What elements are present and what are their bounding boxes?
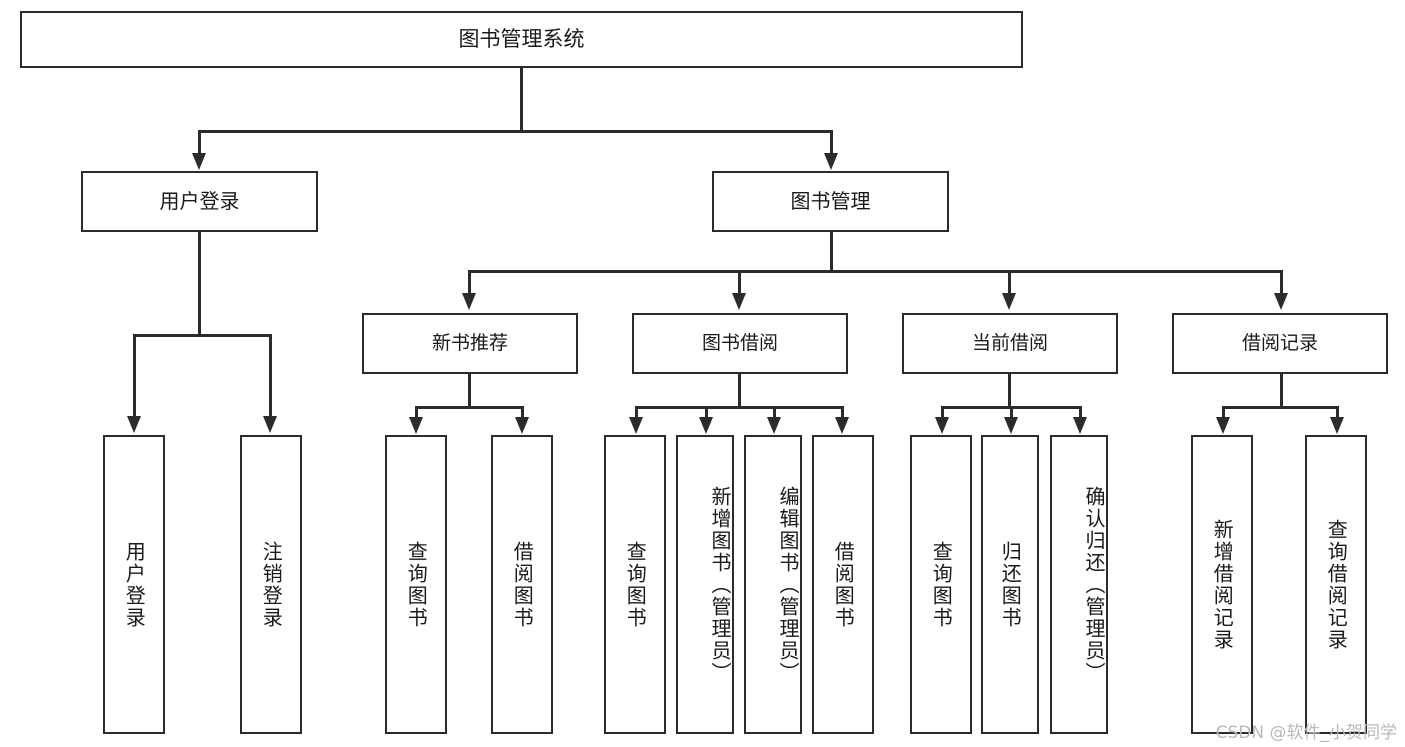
leaf-current-borrow-1[interactable]: 归还图书 xyxy=(981,435,1039,734)
leaf-user-login-1[interactable]: 注销登录 xyxy=(240,435,302,734)
connector-book-mgmt-bar xyxy=(468,270,1283,273)
connector-current-borrow-to-leaf-1 xyxy=(1010,406,1013,420)
leaf-label: 查询图书 xyxy=(623,540,648,629)
connector-borrow-record-stem xyxy=(1280,374,1283,408)
leaf-label: 借阅图书 xyxy=(510,540,535,629)
leaf-label: 用户登录 xyxy=(122,540,147,629)
arrow-root-to-user-login xyxy=(192,153,206,170)
connector-new-book-bar xyxy=(415,406,523,409)
connector-new-book-stem xyxy=(468,374,471,408)
connector-book-borrow-to-leaf-3 xyxy=(841,406,844,420)
leaf-book-borrow-0[interactable]: 查询图书 xyxy=(604,435,666,734)
node-root-system[interactable]: 图书管理系统 xyxy=(20,11,1023,68)
node-book-borrow[interactable]: 图书借阅 xyxy=(632,313,848,374)
leaf-new-book-0[interactable]: 查询图书 xyxy=(385,435,447,734)
node-label: 用户登录 xyxy=(159,189,240,214)
connector-user-login-stem xyxy=(198,232,201,336)
connector-book-mgmt-to-current-borrow xyxy=(1008,270,1011,295)
connector-user-login-to-leaf-1 xyxy=(269,334,272,418)
arrow-book-mgmt-to-new-book xyxy=(462,293,476,310)
connector-book-borrow-to-leaf-0 xyxy=(635,406,638,420)
arrow-user-login-to-leaf-1 xyxy=(263,416,277,433)
arrow-borrow-record-to-leaf-0 xyxy=(1216,417,1230,434)
leaf-book-borrow-1[interactable]: 新增图书（管理员） xyxy=(676,435,734,734)
node-label: 当前借阅 xyxy=(971,331,1048,354)
connector-new-book-to-leaf-1 xyxy=(521,406,524,420)
leaf-label: 新增借阅记录 xyxy=(1210,518,1235,651)
connector-borrow-record-to-leaf-1 xyxy=(1336,406,1339,420)
connector-book-mgmt-to-new-book xyxy=(468,270,471,295)
leaf-label: 编辑图书（管理员） xyxy=(776,485,800,684)
arrow-current-borrow-to-leaf-2 xyxy=(1073,417,1087,434)
node-label: 图书管理系统 xyxy=(458,26,585,51)
arrow-root-to-book-mgmt xyxy=(824,153,838,170)
leaf-borrow-record-1[interactable]: 查询借阅记录 xyxy=(1305,435,1367,734)
arrow-book-borrow-to-leaf-0 xyxy=(629,417,643,434)
leaf-book-borrow-2[interactable]: 编辑图书（管理员） xyxy=(744,435,802,734)
leaf-label: 查询图书 xyxy=(404,540,429,629)
node-label: 新书推荐 xyxy=(431,331,508,354)
node-new-book-recommend[interactable]: 新书推荐 xyxy=(362,313,578,374)
leaf-new-book-1[interactable]: 借阅图书 xyxy=(491,435,553,734)
arrow-book-mgmt-to-current-borrow xyxy=(1002,293,1016,310)
connector-book-mgmt-to-borrow-record xyxy=(1280,270,1283,295)
connector-root-bar xyxy=(198,130,832,133)
connector-book-borrow-bar xyxy=(635,406,843,409)
connector-root-to-book-mgmt xyxy=(830,130,833,155)
watermark-text: CSDN @软件_小贺同学 xyxy=(1215,723,1397,743)
arrow-book-borrow-to-leaf-1 xyxy=(699,417,713,434)
connector-current-borrow-stem xyxy=(1008,374,1011,408)
leaf-label: 查询借阅记录 xyxy=(1324,518,1349,651)
connector-current-borrow-to-leaf-2 xyxy=(1079,406,1082,420)
connector-user-login-bar xyxy=(133,334,271,337)
connector-new-book-to-leaf-0 xyxy=(415,406,418,420)
connector-borrow-record-bar xyxy=(1222,406,1338,409)
connector-user-login-to-leaf-0 xyxy=(133,334,136,418)
node-label: 图书管理 xyxy=(790,189,871,214)
connector-borrow-record-to-leaf-0 xyxy=(1222,406,1225,420)
leaf-current-borrow-2[interactable]: 确认归还（管理员） xyxy=(1050,435,1108,734)
node-book-management[interactable]: 图书管理 xyxy=(712,171,949,232)
arrow-user-login-to-leaf-0 xyxy=(127,416,141,433)
arrow-new-book-to-leaf-1 xyxy=(515,417,529,434)
leaf-label: 确认归还（管理员） xyxy=(1082,485,1106,684)
leaf-book-borrow-3[interactable]: 借阅图书 xyxy=(812,435,874,734)
connector-book-mgmt-stem xyxy=(830,232,833,272)
leaf-label: 查询图书 xyxy=(929,540,954,629)
arrow-book-mgmt-to-book-borrow xyxy=(732,293,746,310)
leaf-label: 借阅图书 xyxy=(831,540,856,629)
leaf-label: 新增图书（管理员） xyxy=(708,485,732,684)
arrow-borrow-record-to-leaf-1 xyxy=(1330,417,1344,434)
node-label: 图书借阅 xyxy=(701,331,778,354)
node-user-login[interactable]: 用户登录 xyxy=(81,171,318,232)
leaf-current-borrow-0[interactable]: 查询图书 xyxy=(910,435,972,734)
node-label: 借阅记录 xyxy=(1241,331,1318,354)
connector-root-to-user-login xyxy=(198,130,201,155)
leaf-borrow-record-0[interactable]: 新增借阅记录 xyxy=(1191,435,1253,734)
leaf-label: 注销登录 xyxy=(259,540,284,629)
connector-book-borrow-to-leaf-2 xyxy=(773,406,776,420)
arrow-book-borrow-to-leaf-3 xyxy=(835,417,849,434)
arrow-current-borrow-to-leaf-0 xyxy=(935,417,949,434)
arrow-book-mgmt-to-borrow-record xyxy=(1274,293,1288,310)
connector-book-borrow-to-leaf-1 xyxy=(705,406,708,420)
connector-current-borrow-to-leaf-0 xyxy=(941,406,944,420)
connector-book-mgmt-to-book-borrow xyxy=(738,270,741,295)
leaf-user-login-0[interactable]: 用户登录 xyxy=(103,435,165,734)
arrow-new-book-to-leaf-0 xyxy=(409,417,423,434)
node-current-borrow[interactable]: 当前借阅 xyxy=(902,313,1118,374)
node-borrow-record[interactable]: 借阅记录 xyxy=(1172,313,1388,374)
arrow-book-borrow-to-leaf-2 xyxy=(767,417,781,434)
arrow-current-borrow-to-leaf-1 xyxy=(1004,417,1018,434)
connector-book-borrow-stem xyxy=(738,374,741,408)
connector-root-stem xyxy=(520,68,523,131)
leaf-label: 归还图书 xyxy=(998,540,1023,629)
